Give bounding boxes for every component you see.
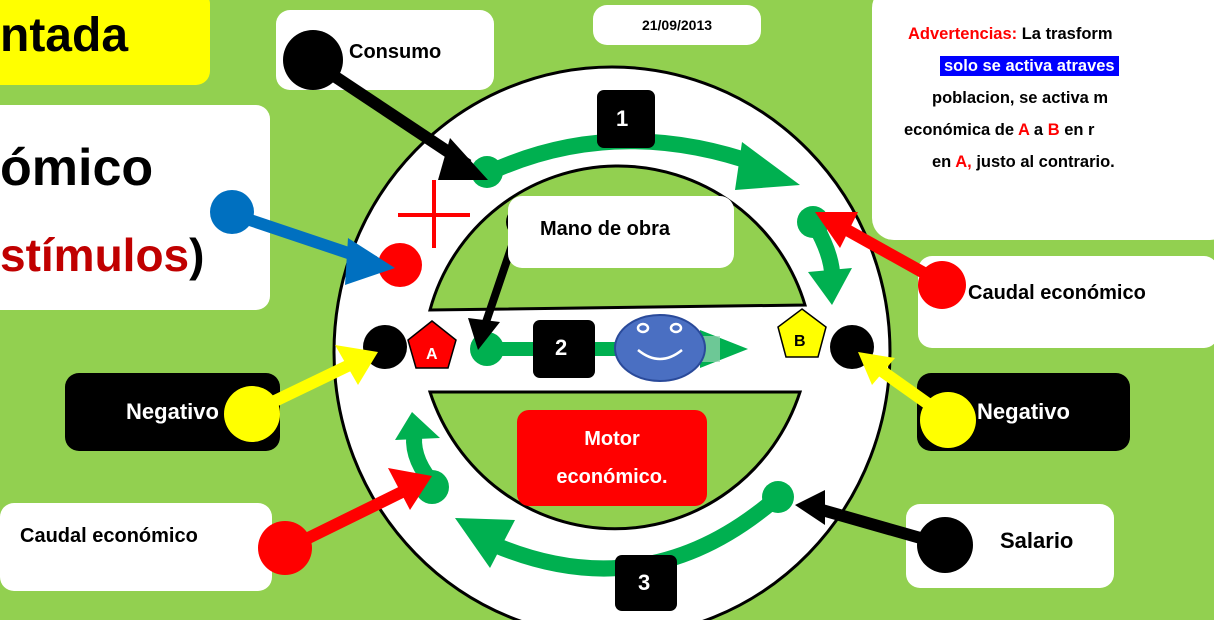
mano-de-obra-box [508,196,734,268]
pentagon-a-label: A [426,346,438,363]
number-box-1 [597,90,655,148]
subtitle-line1: ómico [0,139,154,197]
dot-red-plus [378,243,422,287]
mano-de-obra-label: Mano de obra [540,218,671,240]
red-arrowhead-right [815,212,858,248]
mano-arrowhead [468,318,500,350]
warning-line4-B: B [1047,121,1060,139]
salario-label: Salario [1000,528,1074,553]
green-arrowhead-top [735,142,800,190]
warning-line5-a: en [932,153,956,171]
estimulos-word: stímulos [0,229,190,281]
red-plus-icon [398,180,470,248]
subtitle-line2: stímulos) [0,228,204,282]
warning-line4-a: económica de [904,121,1019,139]
title-box [0,0,210,85]
number-1: 1 [616,106,629,131]
caudal-left-box [0,503,272,591]
number-2: 2 [555,335,568,360]
warning-line5-A: A, [955,153,972,171]
blue-dot [210,190,254,234]
pentagon-b [777,308,827,358]
warning-text: Advertencias: La trasform solo se activa… [874,18,1214,178]
red-dot-left [258,521,312,575]
warning-box [872,0,1214,240]
closing-paren: ) [189,229,205,281]
warning-line4-end: en r [1059,121,1095,139]
caudal-right-label: Caudal económico [968,282,1146,304]
pentagon-b-label: B [794,333,806,350]
dot-bottom-right [762,481,794,513]
consumo-dot [283,30,343,90]
warning-line3: poblacion, se activa m [932,89,1109,107]
motor-line2: económico. [556,466,668,488]
salario-arrowhead [795,490,825,525]
caudal-right-box [918,256,1214,348]
red-dot-right [918,261,966,309]
caudal-left-label: Caudal económico [20,525,198,547]
date-label: 21/09/2013 [641,17,713,33]
smiley-face-icon [614,314,706,382]
green-arrowhead-bottom [455,518,515,568]
yellow-dot-right [920,392,976,448]
number-box-2 [533,320,595,378]
warning-line4-mid: a [1029,121,1048,139]
warning-highlight: solo se activa atraves [940,56,1119,76]
number-3: 3 [638,570,651,595]
warning-prefix: Advertencias: [908,25,1018,43]
green-arrowhead-right [808,268,852,305]
motor-economico-box: Motor económico. [517,410,707,506]
consumo-arrowhead [438,138,488,180]
warning-line5-end: justo al contrario. [971,153,1115,171]
yellow-arrowhead-right [858,352,895,385]
green-arrowhead-left [395,412,440,440]
date-box [593,5,761,45]
motor-line1: Motor [584,428,640,450]
yellow-dot-left [224,386,280,442]
pentagon-a [407,320,457,369]
page-title: ntada [0,9,129,62]
warning-line4-A: A [1018,121,1030,139]
consumo-label: Consumo [349,41,442,63]
salario-dot [917,517,973,573]
yellow-arrowhead-left [335,345,378,385]
warning-line1: La trasform [1017,25,1113,43]
number-box-3 [615,555,677,611]
red-arrowhead-left [388,468,432,510]
blue-arrowhead [345,238,395,285]
